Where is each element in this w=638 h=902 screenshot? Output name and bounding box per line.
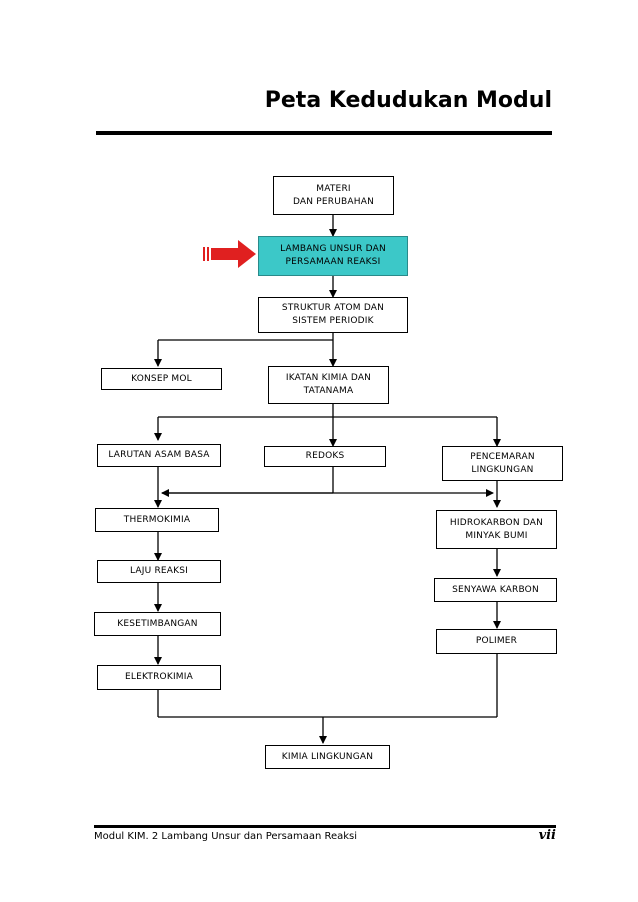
- node-polimer: POLIMER: [436, 629, 557, 654]
- node-ikatan-kimia: IKATAN KIMIA DAN TATANAMA: [268, 366, 389, 404]
- node-materi: MATERI DAN PERUBAHAN: [273, 176, 394, 215]
- node-senyawa-karbon: SENYAWA KARBON: [434, 578, 557, 602]
- node-thermokimia: THERMOKIMIA: [95, 508, 219, 532]
- title-rule: [96, 131, 552, 135]
- footer-rule: [94, 825, 556, 828]
- page-number: vii: [538, 828, 556, 843]
- node-larutan-asam-basa: LARUTAN ASAM BASA: [97, 444, 221, 467]
- node-redoks: REDOKS: [264, 446, 386, 467]
- node-lambang-unsur: LAMBANG UNSUR DAN PERSAMAAN REAKSI: [258, 236, 408, 276]
- node-struktur-atom: STRUKTUR ATOM DAN SISTEM PERIODIK: [258, 297, 408, 333]
- footer-module-name: Modul KIM. 2 Lambang Unsur dan Persamaan…: [94, 831, 358, 842]
- page-title: Peta Kedudukan Modul: [264, 88, 552, 113]
- node-hidrokarbon: HIDROKARBON DAN MINYAK BUMI: [436, 510, 557, 549]
- node-kesetimbangan: KESETIMBANGAN: [94, 612, 221, 636]
- node-pencemaran: PENCEMARAN LINGKUNGAN: [442, 446, 563, 481]
- node-elektrokimia: ELEKTROKIMIA: [97, 665, 221, 690]
- node-kimia-lingkungan: KIMIA LINGKUNGAN: [265, 745, 390, 769]
- node-laju-reaksi: LAJU REAKSI: [97, 560, 221, 583]
- position-pointer-arrow: [203, 240, 256, 268]
- node-konsep-mol: KONSEP MOL: [101, 368, 222, 390]
